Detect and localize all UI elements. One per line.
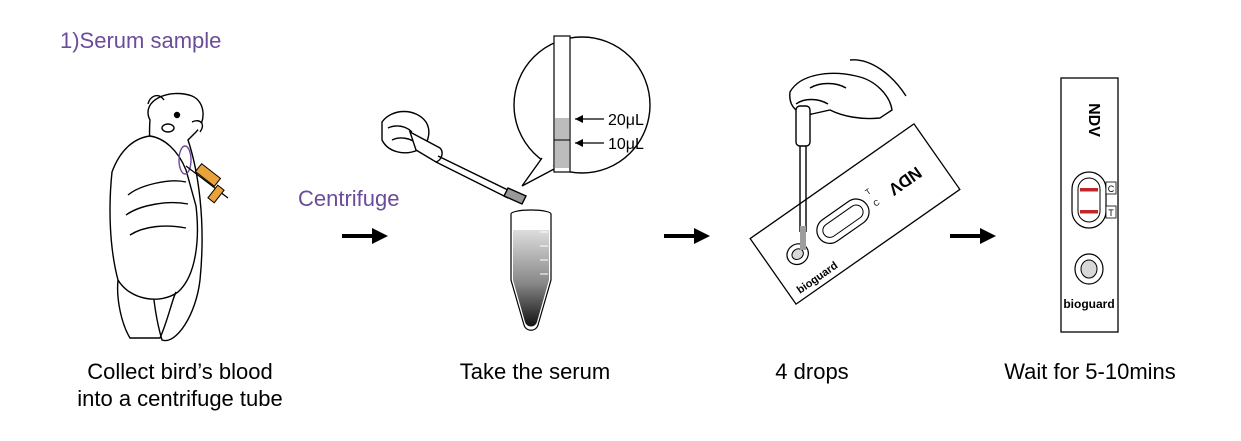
bird-in-hand-illustration [109,92,204,342]
pipette-hand-illustration [381,110,527,205]
centrifuge-label: Centrifuge [298,186,400,211]
cassette-tilted-t: T [864,187,873,197]
cassette-brand: bioguard [1063,297,1114,311]
test-line [1080,210,1098,214]
syringe-icon [185,162,229,204]
volume-mark-20: 20μL [608,112,644,129]
step-1-caption-line2: into a centrifuge tube [77,386,283,411]
centrifuge-tube-icon [510,209,552,331]
sample-well [1074,253,1104,285]
step-arrow-1 [342,228,388,244]
control-line [1080,188,1098,192]
step-arrow-3 [950,228,996,244]
result-test-cassette: NDV C T bioguard [1060,77,1119,333]
magnifier-bubble: 20μL 10μL [513,35,651,187]
step-2-caption: Take the serum [459,359,611,384]
cassette-tilted-c: C [872,198,882,209]
volume-mark-10: 10μL [608,136,644,153]
control-label: C [1108,184,1115,194]
section-title: 1)Serum sample [60,28,222,53]
step-arrow-2 [664,228,710,244]
step-1-caption-line1: Collect bird’s blood [87,359,273,384]
step-3-caption: 4 drops [775,359,849,384]
step-4-caption: Wait for 5-10mins [1004,359,1176,384]
tilted-test-cassette: NDV bioguard T C [749,122,961,306]
cassette-name: NDV [1085,103,1102,137]
dropper-hand-illustration [789,59,907,250]
test-label: T [1108,208,1114,218]
step-1-caption: Collect bird’s blood into a centrifuge t… [50,358,310,412]
